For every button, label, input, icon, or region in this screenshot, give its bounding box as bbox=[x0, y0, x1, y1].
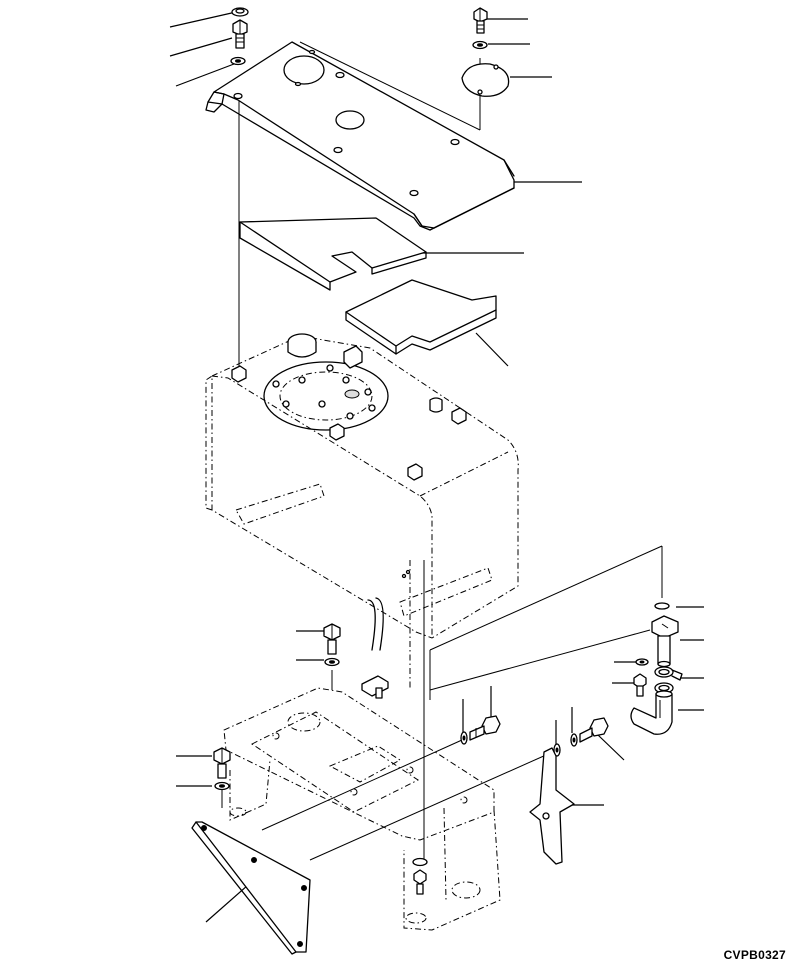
leader-line bbox=[476, 333, 508, 366]
drawing-code-label: CVPB0327 bbox=[723, 948, 786, 962]
assembly-line bbox=[310, 755, 546, 860]
side-plate-part bbox=[192, 822, 310, 954]
leader-line bbox=[176, 64, 234, 86]
cap-part bbox=[232, 8, 248, 16]
cover-mat-small-part bbox=[346, 280, 496, 354]
washer-part bbox=[215, 783, 229, 790]
cover-mat-part bbox=[240, 218, 426, 290]
fuel-tank-phantom bbox=[206, 334, 518, 690]
bolt-part bbox=[233, 20, 247, 48]
bolt-part bbox=[214, 748, 230, 778]
o-ring-part bbox=[655, 603, 669, 609]
bolt-part bbox=[413, 859, 427, 895]
bolt-part bbox=[580, 718, 608, 742]
washer-part bbox=[461, 732, 467, 744]
washer-part bbox=[325, 659, 339, 666]
washer-part bbox=[231, 58, 245, 65]
cover-brackets bbox=[232, 366, 466, 480]
assembly-line bbox=[300, 42, 480, 130]
leader-line bbox=[170, 12, 236, 27]
bolt-part bbox=[324, 624, 340, 654]
bolt-part bbox=[634, 674, 646, 696]
leader-lines bbox=[170, 12, 704, 922]
washer-part bbox=[571, 734, 577, 746]
washer-part bbox=[554, 744, 560, 756]
round-cover-plate-part bbox=[462, 64, 509, 97]
base-frame-phantom bbox=[224, 688, 500, 930]
assembly-lines bbox=[222, 42, 662, 860]
assembly-line bbox=[430, 546, 662, 650]
clip-part bbox=[362, 598, 388, 698]
hose-part bbox=[631, 691, 672, 734]
assembly-line bbox=[262, 740, 462, 830]
tank-top-cover-part bbox=[206, 42, 514, 230]
hose-clamp-part bbox=[655, 667, 682, 693]
fitting-elbow-part bbox=[652, 616, 678, 667]
washer-part bbox=[636, 659, 648, 665]
assembly-line bbox=[430, 630, 650, 690]
flange-bolts bbox=[273, 365, 375, 419]
bracket-part bbox=[530, 748, 574, 864]
bolt-part bbox=[474, 8, 487, 33]
bolt-part bbox=[470, 716, 500, 740]
washer-part bbox=[473, 42, 487, 49]
leader-line bbox=[598, 735, 624, 760]
leader-line bbox=[170, 38, 232, 56]
